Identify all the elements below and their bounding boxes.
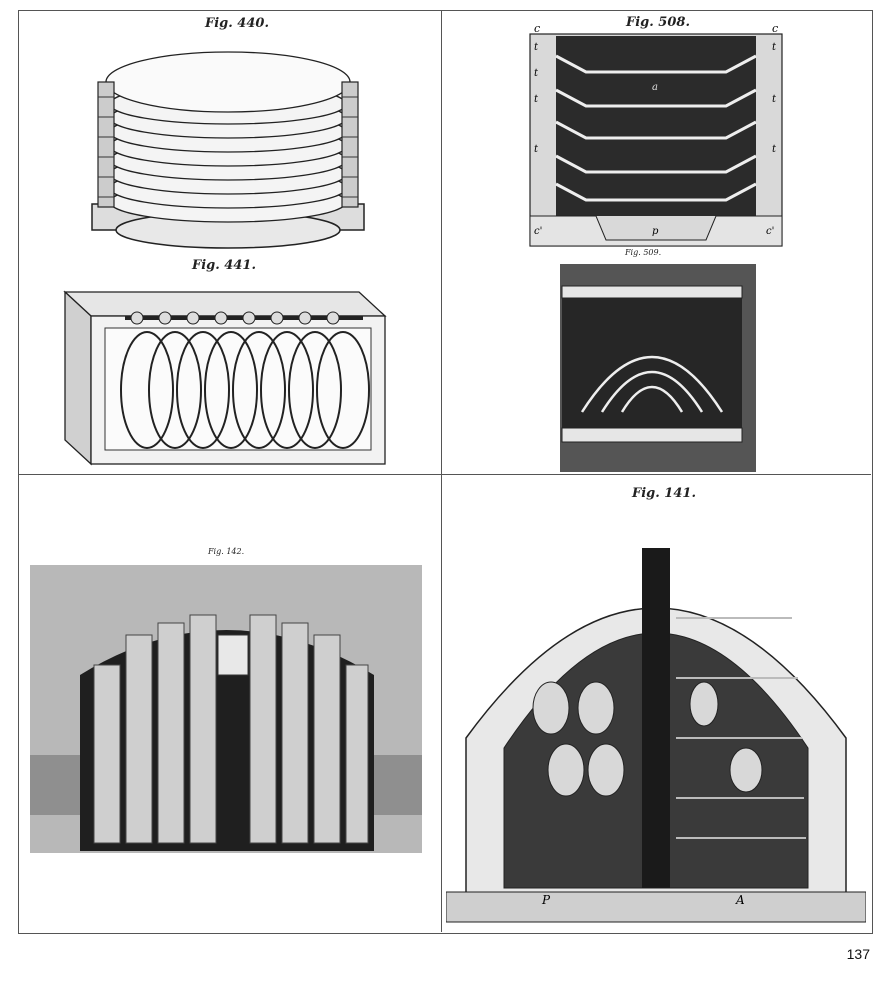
page-number: 137 — [846, 946, 870, 962]
fig-508-letter-t-4: t — [534, 144, 539, 155]
fig-508-letter-t-1: t — [534, 42, 539, 53]
fig-508-letter-t-5: t — [772, 42, 777, 53]
fig-509-saggar-with-bowls-illustration — [560, 264, 756, 472]
fig-141-arched-kiln-section-illustration: P A — [446, 548, 866, 923]
fig-509-caption: Fig. 509. — [625, 248, 662, 257]
fig-508-letter-c-right: c — [772, 22, 778, 35]
fig-141-letter-p: P — [541, 893, 551, 907]
fig-508-letter-c-prime-right: c' — [766, 226, 774, 237]
fig-142-kiln-stacked-saggars-illustration — [30, 565, 422, 853]
fig-508-letter-a: a — [652, 82, 658, 93]
fig-508-letter-t-3: t — [534, 94, 539, 105]
fig-142-caption: Fig. 142. — [208, 547, 245, 556]
fig-440-stacked-plates-illustration — [91, 51, 365, 249]
grid-divider-horizontal-right — [441, 474, 871, 475]
fig-508-letter-c-prime-left: c' — [534, 226, 542, 237]
fig-441-plates-on-rod-illustration — [63, 290, 387, 466]
fig-440-caption: Fig. 440. — [205, 16, 269, 31]
figure-grid-frame — [18, 10, 873, 934]
grid-divider-horizontal-left — [18, 474, 441, 475]
fig-508-saggar-section-illustration: c c t t t t t t t a p c' c' — [529, 22, 783, 247]
fig-441-caption: Fig. 441. — [192, 258, 256, 273]
grid-divider-vertical — [441, 10, 442, 932]
fig-508-letter-c-left: c — [534, 22, 540, 35]
fig-141-letter-a: A — [735, 893, 745, 907]
fig-508-caption: Fig. 508. — [626, 15, 690, 30]
fig-508-letter-t-6: t — [772, 94, 777, 105]
fig-508-letter-p: p — [652, 226, 659, 237]
fig-508-letter-t-2: t — [534, 68, 539, 79]
fig-508-letter-t-7: t — [772, 144, 777, 155]
fig-141-caption: Fig. 141. — [632, 486, 696, 501]
